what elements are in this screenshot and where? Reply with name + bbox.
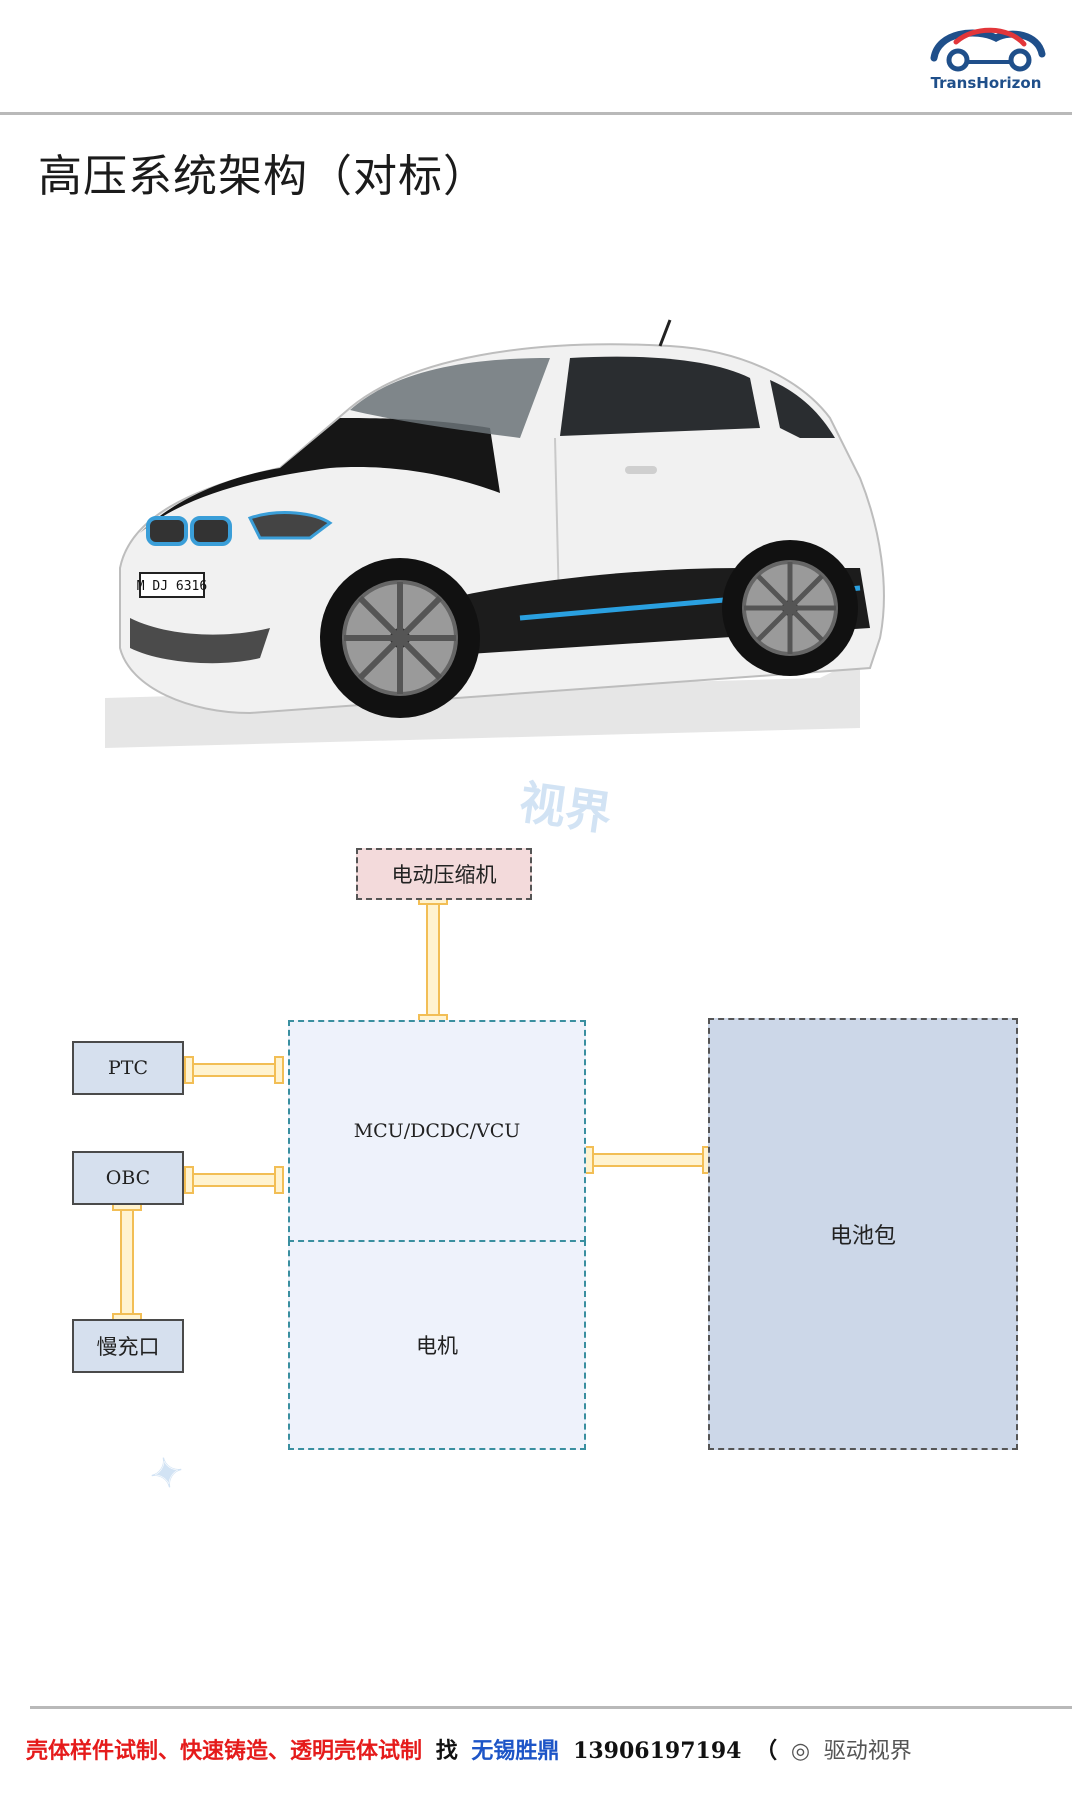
- obc-box: OBC: [72, 1151, 184, 1205]
- ptc-box: PTC: [72, 1041, 184, 1095]
- car-windshield: [350, 358, 550, 438]
- transhorizon-logo: TransHorizon: [916, 18, 1056, 100]
- footer-banner: 壳体样件试制、快速铸造、透明壳体试制 找 无锡胜鼎 13906197194 （ …: [26, 1733, 1080, 1773]
- footer-phone: 13906197194: [573, 1738, 742, 1764]
- license-plate: [139, 572, 205, 598]
- battery-pack-box: 电池包: [708, 1018, 1018, 1450]
- car-side-window: [560, 356, 760, 436]
- connector-mcu-battery: [584, 1153, 712, 1167]
- mcu-dcdc-vcu-box: MCU/DCDC/VCU: [288, 1020, 586, 1242]
- logo-text: TransHorizon: [930, 74, 1042, 92]
- motor-box: 电机: [288, 1240, 586, 1450]
- footer-find: 找: [435, 1738, 458, 1764]
- grille-left: [146, 516, 188, 546]
- front-wheel: [320, 558, 480, 718]
- slow-charge-port-box: 慢充口: [72, 1319, 184, 1373]
- car-photo: M DJ 6316: [105, 319, 885, 748]
- connector-ptc-mcu: [184, 1063, 284, 1077]
- headlight: [247, 511, 333, 540]
- ground-shadow: [105, 658, 860, 748]
- header-divider: [0, 112, 1072, 115]
- footer-paren: （: [755, 1738, 778, 1764]
- footer-divider: [30, 1706, 1072, 1709]
- connector-obc-slowcharge: [120, 1201, 134, 1323]
- rear-wheel: [722, 540, 858, 676]
- grille-right: [190, 516, 232, 546]
- footer-company: 无锡胜鼎: [471, 1738, 560, 1764]
- car-rear-window: [770, 380, 835, 438]
- footer-wechat-icon: ◎: [790, 1739, 811, 1764]
- car-hood: [140, 418, 500, 533]
- car-swoosh-icon: [930, 27, 1046, 72]
- electric-compressor-box: 电动压缩机: [356, 848, 532, 900]
- watermark-top: 视界: [516, 774, 615, 842]
- footer-services: 壳体样件试制、快速铸造、透明壳体试制: [26, 1738, 423, 1764]
- door-handle: [625, 466, 657, 474]
- page-title: 高压系统架构（对标）: [38, 151, 488, 202]
- license-plate-text: M DJ 6316: [137, 579, 207, 594]
- connector-compressor-mcu: [426, 898, 440, 1020]
- connector-obc-mcu: [184, 1173, 284, 1187]
- watermark-bottom: ✦: [145, 1447, 189, 1500]
- footer-wechat-name: 驱动视界: [823, 1739, 912, 1764]
